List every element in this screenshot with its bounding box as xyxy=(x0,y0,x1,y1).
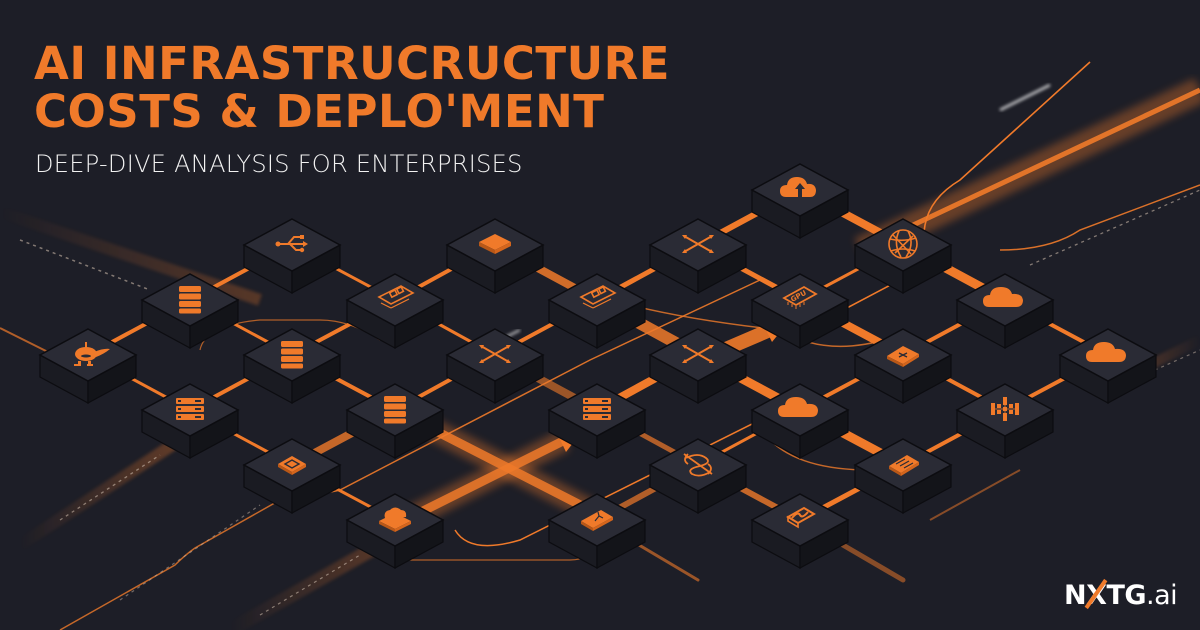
grid-icon xyxy=(991,397,1019,421)
cloud-icon xyxy=(1086,342,1126,362)
crossing-arrows-icon xyxy=(479,345,511,363)
infrastructure-node xyxy=(345,383,445,460)
infrastructure-node xyxy=(445,218,545,295)
crossing-arrows-icon xyxy=(682,345,714,363)
database-icon xyxy=(179,286,201,314)
router-icon xyxy=(581,510,613,531)
infrastructure-node xyxy=(547,383,647,460)
cloud-icon xyxy=(778,397,818,417)
infrastructure-node: GPU xyxy=(750,273,850,350)
server-rack-icon xyxy=(583,398,611,420)
infrastructure-node xyxy=(853,438,953,515)
raid-icon xyxy=(889,455,919,476)
infrastructure-node xyxy=(345,273,445,350)
database-icon xyxy=(384,396,406,424)
infrastructure-node xyxy=(853,218,953,295)
infrastructure-node xyxy=(38,328,138,405)
dollar-icon xyxy=(683,453,713,477)
infrastructure-node xyxy=(955,383,1055,460)
infrastructure-node xyxy=(242,328,342,405)
logo-tg: TG xyxy=(1106,580,1147,611)
infrastructure-node xyxy=(242,218,342,295)
nxtg-logo: NXTG.ai xyxy=(1064,580,1178,611)
infrastructure-node xyxy=(547,273,647,350)
chart-icon xyxy=(786,506,816,529)
crossing-arrows-icon xyxy=(682,235,714,253)
logo-x: X xyxy=(1086,580,1107,611)
page-title: AI INFRASTRUCRUCTURE COSTS & DEPLO'MENT xyxy=(34,40,670,136)
globe-icon xyxy=(888,229,918,259)
infrastructure-node xyxy=(1058,328,1158,405)
server-rack-icon xyxy=(176,398,204,420)
title-line-1: AI INFRASTRUCRUCTURE xyxy=(34,37,671,90)
cpu-icon xyxy=(278,456,306,475)
infrastructure-node xyxy=(345,493,445,570)
node-layer: GPU xyxy=(38,163,1158,570)
logo-ai: .ai xyxy=(1146,580,1178,611)
infrastructure-node xyxy=(140,273,240,350)
cloud-upload-icon xyxy=(780,177,816,197)
title-line-2: COSTS & DEPLO'MENT xyxy=(34,85,605,138)
infrastructure-node xyxy=(750,163,850,240)
infrastructure-node xyxy=(547,493,647,570)
chip-icon xyxy=(479,234,511,254)
logo-n: N xyxy=(1064,580,1087,611)
infrastructure-node xyxy=(648,438,748,515)
network-card-icon xyxy=(377,285,415,309)
infrastructure-node xyxy=(955,273,1055,350)
infrastructure-node xyxy=(750,383,850,460)
subtitle: DEEP-DIVE ANALYSIS FOR ENTERPRISES xyxy=(35,150,523,178)
cloud-router-icon xyxy=(379,507,411,532)
database-icon xyxy=(281,341,303,369)
drone-icon xyxy=(74,342,110,366)
usb-icon xyxy=(275,235,308,253)
network-card-icon xyxy=(579,285,617,309)
infrastructure-node xyxy=(648,218,748,295)
switch-icon xyxy=(887,346,919,367)
infrastructure-node xyxy=(648,328,748,405)
infrastructure-node xyxy=(750,493,850,570)
cloud-icon xyxy=(983,287,1023,307)
infrastructure-node xyxy=(242,438,342,515)
infrastructure-node xyxy=(853,328,953,405)
infrastructure-node xyxy=(445,328,545,405)
gpu-icon: GPU xyxy=(782,285,818,309)
infrastructure-node xyxy=(140,383,240,460)
